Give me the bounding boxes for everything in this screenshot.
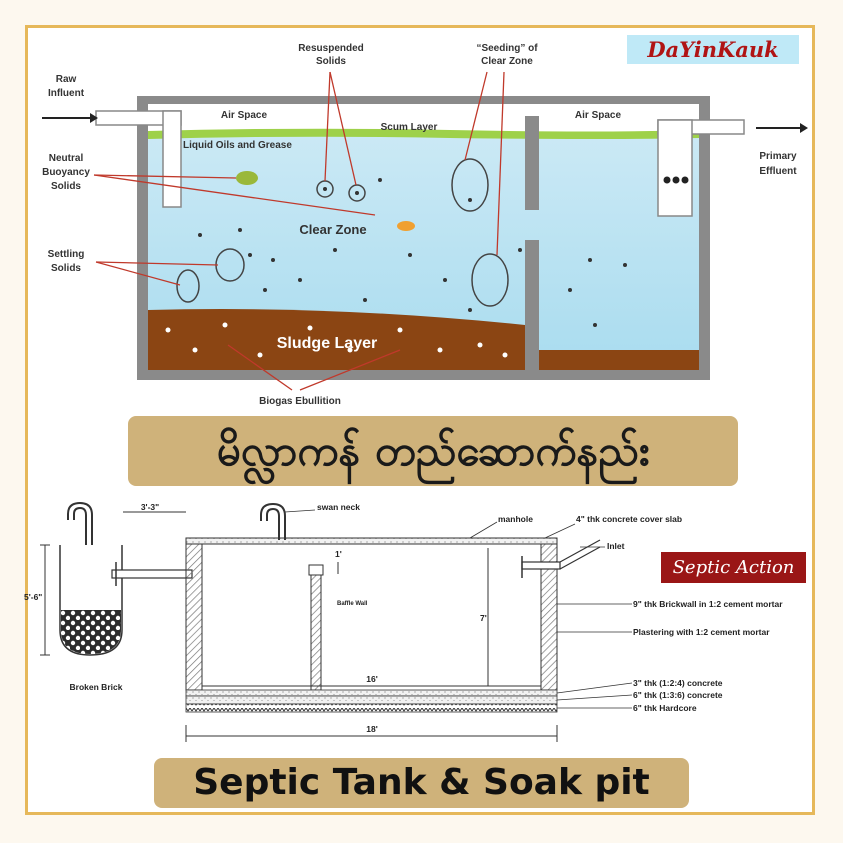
neutral-3: Solids bbox=[51, 181, 81, 192]
soak-pit bbox=[59, 545, 123, 656]
left-brickwall bbox=[185, 537, 203, 691]
baffle-wall bbox=[310, 569, 322, 691]
neutral-2: Buoyancy bbox=[42, 167, 90, 178]
neutral-1: Neutral bbox=[49, 153, 84, 164]
raw-influent-2: Influent bbox=[48, 88, 85, 99]
dim-16: 16' bbox=[366, 674, 377, 684]
sludge-bubbles bbox=[165, 322, 508, 358]
liquid-oils-label: Liquid Oils and Grease bbox=[183, 140, 292, 151]
broken-brick-fill bbox=[61, 610, 121, 654]
broken-brick-label: Broken Brick bbox=[70, 682, 123, 692]
primary-2: Effluent bbox=[759, 166, 797, 177]
brickwall-label: 9" thk Brickwall in 1:2 cement mortar bbox=[633, 599, 783, 609]
tank-diagram-top bbox=[42, 71, 808, 391]
top-labels: Raw Influent Resuspended Solids “Seeding… bbox=[42, 43, 797, 407]
dim-7: 7' bbox=[480, 613, 487, 623]
concrete-124-label: 3" thk (1:2:4) concrete bbox=[633, 678, 723, 688]
partition-upper bbox=[525, 116, 539, 210]
dim-1: 1' bbox=[335, 549, 342, 559]
settling-1: Settling bbox=[48, 249, 85, 260]
inlet-tee bbox=[162, 110, 182, 208]
primary-1: Primary bbox=[759, 151, 797, 162]
cover-slab-label: 4" thk concrete cover slab bbox=[576, 514, 682, 524]
leader-lines bbox=[284, 509, 633, 709]
sludge-right bbox=[539, 350, 699, 370]
inlet-label: Inlet bbox=[607, 541, 625, 551]
air-space-left: Air Space bbox=[221, 110, 268, 121]
biogas-label: Biogas Ebullition bbox=[259, 396, 341, 407]
particles bbox=[198, 178, 627, 327]
title-myanmar-banner: မိလ္လာကန် တည်ဆောက်နည်း bbox=[128, 416, 738, 486]
clear-zone-label: Clear Zone bbox=[299, 222, 366, 237]
outlet-tee bbox=[657, 119, 693, 217]
seeding-1: “Seeding” of bbox=[476, 43, 538, 54]
dimension-lines bbox=[40, 511, 558, 742]
tank-diagram-bottom bbox=[40, 501, 633, 742]
dim-3-3: 3'-3" bbox=[141, 502, 159, 512]
scum-layer bbox=[148, 128, 699, 139]
partition-lower bbox=[525, 240, 539, 370]
hardcore-label: 6" thk Hardcore bbox=[633, 703, 697, 713]
plastering-label: Plastering with 1:2 cement mortar bbox=[633, 627, 770, 637]
swan-neck-label: swan neck bbox=[317, 502, 360, 512]
svg-text:Raw: Raw bbox=[56, 74, 77, 85]
title-english-banner: Septic Tank & Soak pit bbox=[154, 758, 689, 808]
settling-2: Solids bbox=[51, 263, 81, 274]
brand-logo: DaYinKauk bbox=[627, 35, 799, 64]
sludge-layer-label: Sludge Layer bbox=[277, 335, 377, 352]
concrete-136-label: 6" thk (1:3:6) concrete bbox=[633, 690, 723, 700]
resuspended-1: Resuspended bbox=[298, 43, 364, 54]
base-concrete-136 bbox=[185, 695, 558, 705]
septic-action-badge: Septic Action bbox=[661, 552, 806, 583]
svg-text:Influent: Influent bbox=[48, 88, 85, 99]
dim-18: 18' bbox=[366, 724, 377, 734]
right-brickwall bbox=[540, 537, 558, 691]
baffle-wall-label: Baffle Wall bbox=[337, 601, 368, 607]
raw-influent-1: Raw bbox=[56, 74, 77, 85]
seeding-2: Clear Zone bbox=[481, 56, 533, 67]
scum-layer-label: Scum Layer bbox=[381, 122, 438, 133]
resuspended-2: Solids bbox=[316, 56, 346, 67]
base-hardcore bbox=[185, 703, 558, 713]
base-concrete-124 bbox=[185, 689, 558, 697]
manhole-label: manhole bbox=[498, 514, 533, 524]
pointer-lines bbox=[93, 71, 505, 391]
bottom-labels: 3'-3" swan neck manhole 4" thk concrete … bbox=[24, 502, 783, 734]
air-space-right: Air Space bbox=[575, 110, 622, 121]
dim-5-6: 5'-6" bbox=[24, 592, 42, 602]
cover-slab bbox=[185, 537, 558, 545]
